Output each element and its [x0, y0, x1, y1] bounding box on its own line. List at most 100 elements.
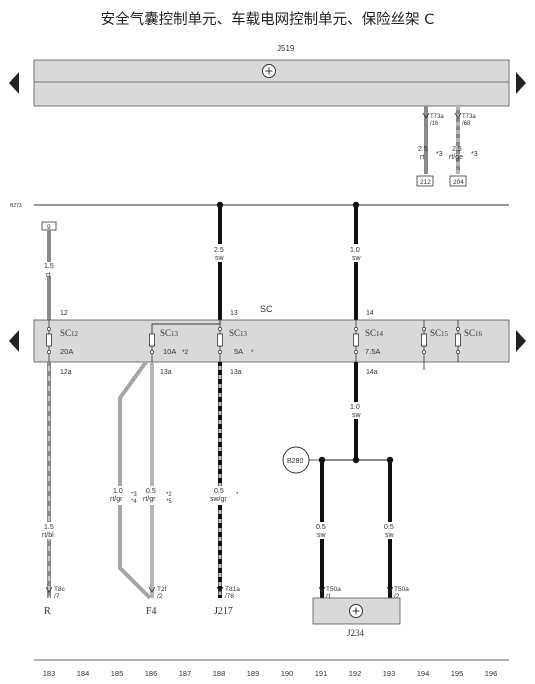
- j234-ecu-mark: [352, 607, 360, 615]
- sc-label: SC: [260, 304, 273, 314]
- scale-number: 183: [43, 669, 56, 678]
- w192-mid-color: sw: [352, 412, 362, 419]
- conn-t73a-16-pin: /16: [430, 121, 439, 127]
- fuse-sc12: [46, 320, 52, 362]
- fuse-out-14a: 14a: [366, 369, 378, 376]
- fuse-sc13b: [217, 320, 223, 362]
- w192-top-size: 1.0: [350, 247, 360, 254]
- scale-number: 187: [179, 669, 192, 678]
- w188-top-color: sw: [215, 255, 225, 262]
- amp-7-5a: 7.5A: [365, 347, 380, 356]
- conn-t81a-pin: /78: [225, 593, 234, 600]
- fuse-in-13: 13: [230, 310, 238, 317]
- fuse-block-sc: [33, 319, 510, 363]
- w188-low-color: sw/gr: [210, 496, 227, 503]
- w185-color: rt/gr: [110, 496, 123, 503]
- scale-number: 196: [485, 669, 498, 678]
- conn-t2f: T2f: [157, 586, 167, 593]
- connector-t50a-2-symbol: [386, 586, 394, 593]
- b280-ring: [282, 446, 310, 474]
- conn-t73a-68: T73a: [462, 114, 476, 120]
- amp-10a: 10A: [163, 347, 176, 356]
- conn-t73a-68-pin: /68: [462, 121, 471, 127]
- connector-t81a-symbol: [216, 586, 224, 593]
- conn-t2f-pin: /2: [157, 593, 163, 600]
- connector-t50a-1-symbol: [318, 586, 326, 593]
- conn-t50a-1-pin: /1: [326, 593, 332, 600]
- label-bg-191: [313, 522, 331, 539]
- w186-size: 0.5: [146, 488, 156, 495]
- fuse-out-13a-2: 13a: [230, 369, 242, 376]
- j234-label: J234: [347, 628, 365, 638]
- conn-t73a-16: T73a: [430, 114, 444, 120]
- sc16-name: SC16: [464, 328, 483, 338]
- w193-size: 0.5: [384, 524, 394, 531]
- w195-note: *3: [471, 151, 478, 158]
- scale-number: 192: [349, 669, 362, 678]
- scale-number: 186: [145, 669, 158, 678]
- w186-color: rt/gr: [143, 496, 156, 503]
- w194-size: 2.5: [418, 146, 428, 153]
- sc14-name: SC14: [365, 328, 384, 338]
- scale-number: 191: [315, 669, 328, 678]
- w185-note-a: *3: [131, 492, 137, 498]
- connector-195-symbol: [454, 112, 462, 119]
- arrow-right-mid-icon[interactable]: [516, 330, 526, 352]
- conn-t8c-pin: /7: [54, 593, 60, 600]
- fuse-sc16: [455, 320, 461, 362]
- j519-label: J519: [277, 44, 295, 53]
- w188-top-size: 2.5: [214, 247, 224, 254]
- connector-t2f-symbol: [148, 586, 156, 593]
- label-bg-186: [141, 486, 165, 505]
- box-212: [416, 175, 434, 187]
- w186-note-a: *2: [166, 492, 172, 498]
- fuse-sc13a: [149, 332, 155, 362]
- label-bg-188: [211, 244, 229, 262]
- w191-color: sw: [317, 532, 327, 539]
- w195-size: 2.5: [452, 146, 462, 153]
- label-bg-192: [347, 244, 365, 262]
- w188-low-note: *: [236, 492, 239, 498]
- fuse-out-12a: 12a: [60, 369, 72, 376]
- fuse-in-12: 12: [60, 310, 68, 317]
- scale-number: 189: [247, 669, 260, 678]
- arrow-left-top-icon[interactable]: [9, 72, 19, 94]
- label-bg-183-low: [40, 522, 62, 539]
- box-204: [449, 175, 467, 187]
- terminal-9-label: 9: [47, 224, 51, 231]
- connector-194-symbol: [422, 112, 430, 119]
- label-bg-185: [108, 486, 132, 505]
- amp-5a-note: *: [251, 349, 254, 356]
- arrow-left-mid-icon[interactable]: [9, 330, 19, 352]
- fuse-in-14: 14: [366, 310, 374, 317]
- scale-number: 195: [451, 669, 464, 678]
- w192-mid-size: 1.0: [350, 404, 360, 411]
- b280-label: B280: [287, 458, 303, 465]
- scale-number: 188: [213, 669, 226, 678]
- arrow-right-top-icon[interactable]: [516, 72, 526, 94]
- box-204-label: 204: [453, 179, 464, 186]
- box-212-label: 212: [420, 179, 431, 186]
- junction-192: [352, 456, 360, 464]
- scale-number: 193: [383, 669, 396, 678]
- component-r: R: [44, 606, 51, 617]
- scale-number: 190: [281, 669, 294, 678]
- w183-low-color: rt/bl: [42, 532, 54, 539]
- sc13b-name: SC13: [229, 328, 248, 338]
- w183-top-color: rt: [46, 272, 50, 279]
- sc12-name: SC12: [60, 328, 79, 338]
- conn-t8c: T8c: [54, 586, 66, 593]
- conn-t50a-2: T50a: [394, 586, 409, 593]
- conn-t50a-1: T50a: [326, 586, 341, 593]
- connector-t8c-symbol: [45, 586, 53, 593]
- label-bg-193: [381, 522, 399, 539]
- w186-note-b: *5: [166, 499, 172, 505]
- component-j217: J217: [214, 606, 233, 617]
- w188-low-size: 0.5: [214, 488, 224, 495]
- label-bg-192-mid: [347, 402, 365, 419]
- w192-top-color: sw: [352, 255, 362, 262]
- sc13a-name: SC13: [160, 328, 179, 338]
- w183-top-size: 1.5: [44, 263, 54, 270]
